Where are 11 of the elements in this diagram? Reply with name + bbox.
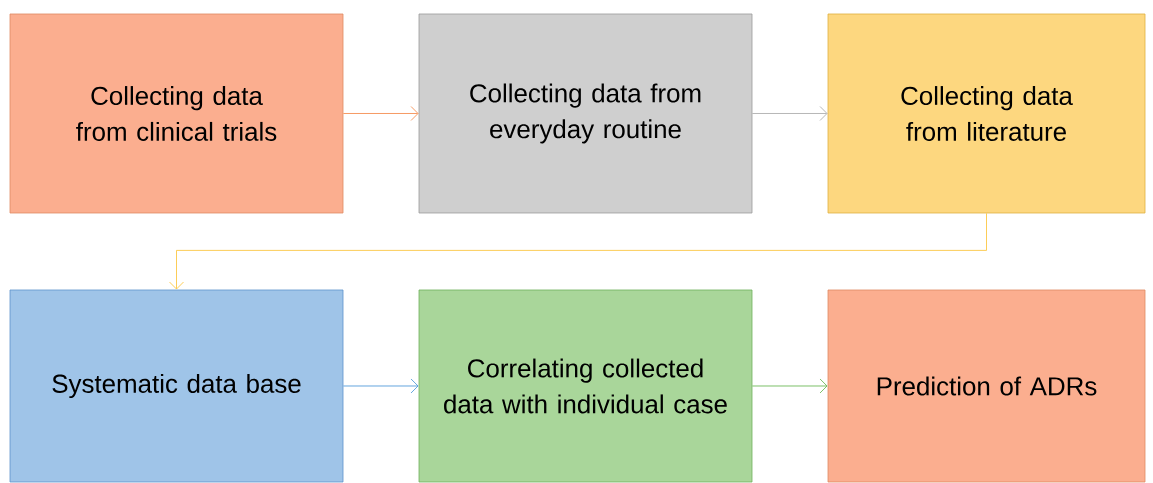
process-box: Collecting data from literature (827, 13, 1146, 214)
process-box: Collecting data from clinical trials (9, 13, 344, 214)
arrow (752, 106, 828, 121)
process-box: Systematic data base (9, 289, 344, 483)
arrow (752, 378, 828, 394)
process-box: Prediction of ADRs (827, 289, 1146, 483)
arrow (343, 378, 419, 394)
process-box: Collecting data from everyday routine (418, 13, 753, 214)
arrow (343, 106, 419, 121)
arrow (169, 213, 987, 290)
process-box: Correlating collected data with individual case (418, 289, 753, 483)
